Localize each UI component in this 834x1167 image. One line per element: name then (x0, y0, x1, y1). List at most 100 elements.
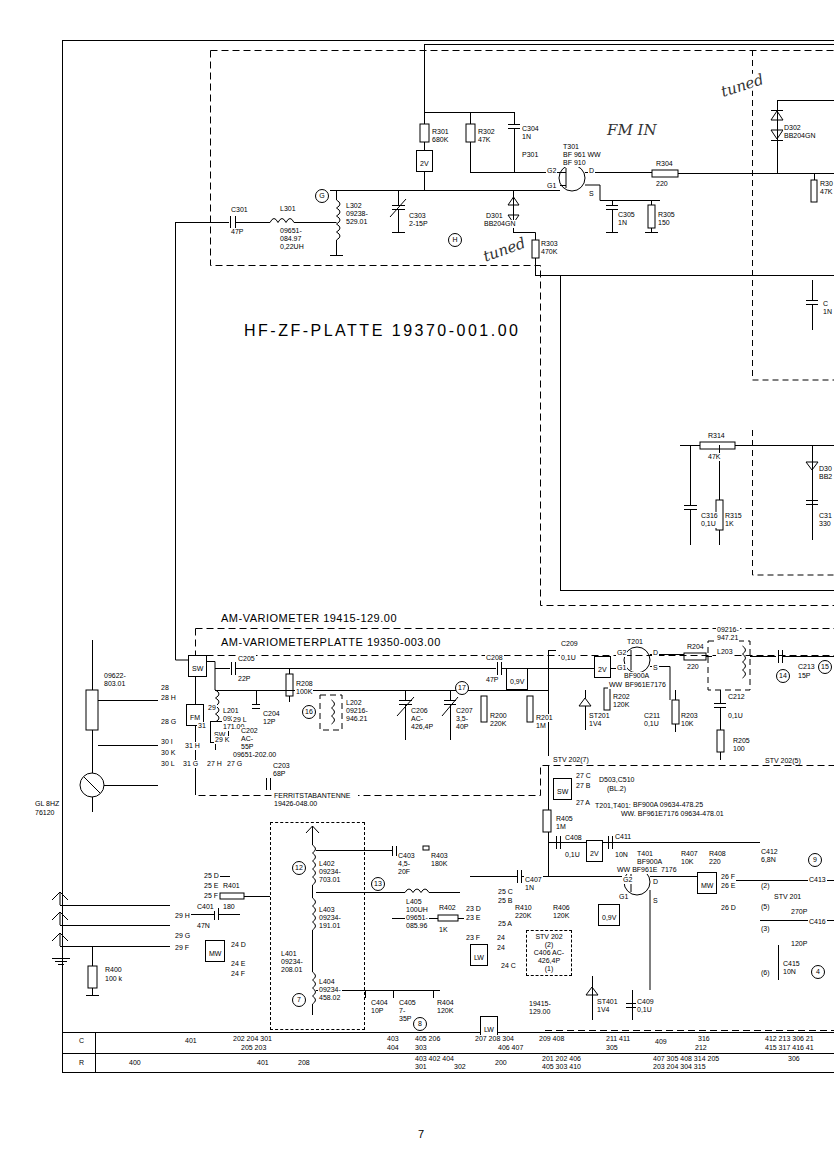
hf-wires-part (560, 275, 834, 591)
component-label: 23 D (465, 905, 482, 913)
component-label: 24 E (230, 960, 246, 968)
component-label: L404 (318, 978, 336, 986)
component-label: 29 L (232, 716, 248, 724)
am-wires-part (286, 674, 293, 696)
hf-wires-part (806, 462, 818, 470)
component-label: 220K (489, 720, 507, 728)
component-label: R200 (489, 712, 508, 720)
component-label: 1N (521, 133, 532, 141)
component-label: 946.21 (345, 715, 368, 723)
component-label: R208 (295, 680, 314, 688)
component-label: R304 (655, 160, 674, 168)
am-wires-part (604, 688, 610, 710)
component-label: 30 K (160, 749, 176, 757)
component-label: C404 (370, 999, 389, 1007)
am-wires-part (52, 959, 70, 965)
component-label: ST401 (596, 998, 619, 1006)
table-cell: 403 (386, 1035, 400, 1043)
box-label: SW (557, 788, 568, 795)
handwritten-note: tuned (480, 234, 529, 265)
component-label: ST201 (588, 712, 611, 720)
component-label: C206 (410, 707, 429, 715)
component-label: 458.02 (318, 994, 341, 1002)
am-wires-part (543, 810, 551, 832)
component-label: G2 (616, 649, 627, 657)
am-wires-part (438, 915, 458, 921)
callout-number: 14 (779, 672, 787, 680)
component-label: 24 (496, 944, 506, 952)
am-wires-part (672, 700, 679, 724)
component-label: C305 (617, 211, 636, 219)
component-label: 120K (552, 912, 570, 920)
component-label: 47P (230, 228, 244, 236)
component-label: R305 (657, 211, 676, 219)
component-label: 100 k (104, 975, 123, 983)
component-label: R403 (430, 852, 449, 860)
table-cell: 306 (787, 1055, 801, 1063)
component-label: C209 (560, 640, 579, 648)
component-label: 29 (207, 704, 217, 712)
page-number: 7 (417, 1128, 425, 1140)
component-label: BF961E7176 (624, 681, 667, 689)
component-label: WW (608, 681, 623, 689)
hf-wires-part (330, 190, 343, 256)
component-label: T301 (562, 143, 580, 151)
component-label: L201 (222, 707, 240, 715)
component-label: 0,1U (560, 654, 577, 662)
component-label: 40P (455, 723, 469, 731)
callout-circle: 8 (413, 1017, 427, 1031)
box-label: MW (701, 882, 713, 889)
component-label: C212 (727, 693, 746, 701)
component-label: STV 202(7) (552, 756, 590, 764)
component-label: C415 (782, 960, 801, 968)
table-cell: 401 (256, 1059, 270, 1067)
component-label: 76120 (34, 809, 55, 817)
switch-position-box: 2V (594, 656, 611, 678)
inner-dashed-regions-part (753, 50, 834, 575)
am-wires-part (215, 690, 548, 691)
component-label: 24 C (500, 962, 517, 970)
table-cell: C (78, 1037, 85, 1045)
component-label: C208 (485, 654, 504, 662)
component-label: C31 (818, 512, 833, 520)
component-label: 6,8N (760, 856, 777, 864)
hf-wires-part (811, 180, 817, 202)
component-label: 29 K (214, 736, 230, 744)
component-label: D30 (818, 465, 833, 473)
component-label: R407 (680, 850, 699, 858)
hf-wires-part (585, 173, 834, 174)
component-label: R315 (724, 512, 743, 520)
hf-wires-part (390, 190, 406, 233)
component-label: 25 D (203, 872, 220, 880)
component-label: 25 A (497, 920, 513, 928)
component-label: 25 B (497, 897, 513, 905)
component-label: 270P (790, 908, 808, 916)
am-wires-part (52, 892, 68, 946)
component-label: 703.01 (318, 876, 341, 884)
component-label: R204 (686, 643, 705, 651)
component-label: 084.97 (279, 235, 302, 243)
component-label: 0,1U (636, 1006, 653, 1014)
component-label: 470K (540, 248, 558, 256)
component-label: 10K (680, 720, 694, 728)
handwritten-note: FM IN (606, 122, 658, 138)
table-cell: 205 203 (240, 1044, 267, 1052)
component-label: L403 (318, 906, 336, 914)
component-label: 22P (237, 675, 251, 683)
component-label: C412 (760, 848, 779, 856)
component-label: T401 (636, 850, 654, 858)
component-label: 27 C (575, 772, 592, 780)
table-cell: R (78, 1059, 85, 1067)
switch-position-box: 0,9V (598, 904, 620, 926)
component-label: 3,5- (455, 715, 469, 723)
component-label: 09238- (345, 210, 369, 218)
component-label: R202 (612, 693, 631, 701)
component-label: 0,1U (700, 520, 717, 528)
component-label: 15P (797, 672, 811, 680)
am-wires-part (470, 870, 624, 883)
component-label: T201 (626, 638, 644, 646)
component-label: 0,1U (643, 720, 660, 728)
switch-position-box: SW (553, 778, 572, 800)
am-wires (52, 640, 834, 1020)
